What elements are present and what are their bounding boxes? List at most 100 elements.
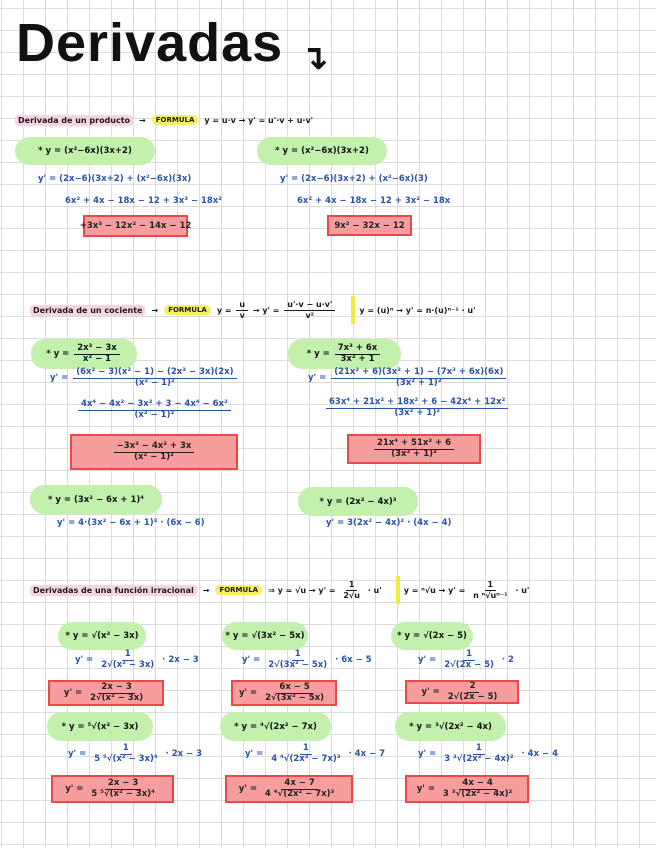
derivation-step: 4x⁴ − 4x² − 3x² + 3 − 4x⁴ − 6x²(x² − 1)²: [76, 399, 233, 421]
math-text: y' =: [238, 688, 261, 698]
fraction-denominator: 2√(3x² − 5x): [268, 659, 328, 670]
math-text: y = u·v → y' = u'·v + u·v': [204, 115, 314, 125]
math-text: y' =: [418, 749, 440, 760]
fraction-numerator: 1: [121, 649, 134, 661]
fraction-numerator: 1: [345, 580, 358, 591]
math-text: * y = ⁴√(2x² − 7x): [234, 721, 317, 732]
math-text: · u': [364, 585, 382, 595]
fraction: (21x² + 6)(3x² + 1) − (7x³ + 6x)(6x)(3x²…: [331, 367, 507, 389]
derivation-step: 6x² + 4x − 18x − 12 + 3x³ − 18x²: [65, 196, 222, 206]
math-text: y' =: [68, 749, 90, 760]
formula-tag: FORMULA: [164, 305, 211, 315]
math-text: +3x³ − 12x² − 14x − 12: [79, 221, 192, 231]
math-text: * y = √(2x − 5): [397, 631, 467, 641]
math-text: * y = (3x² − 6x + 1)⁴: [48, 494, 144, 505]
math-text: y' =: [418, 655, 440, 666]
arrow-right-icon: →: [139, 115, 146, 125]
fraction-numerator: (6x² − 3)(x² − 1) − (2x³ − 3x)(2x): [73, 367, 237, 379]
formula: y = u·v → y' = u'·v + u·v': [204, 116, 313, 125]
section-heading: Derivada de un producto → FORMULA y = u·v →…: [15, 106, 313, 134]
fraction-denominator: (x² − 1)²: [135, 377, 175, 388]
arrow-down-icon: ↴: [300, 38, 329, 78]
math-text: ⇒ y = √u → y' =: [268, 585, 339, 595]
math-text: y' = (2x−6)(3x+2) + (x²−6x)(3): [280, 174, 428, 184]
fraction-denominator: 2√(3x² − 5x): [265, 692, 325, 703]
math-text: y' = 4·(3x² − 6x + 1)³ · (6x − 6): [57, 518, 205, 528]
math-text: y = ⁿ√u → y' =: [403, 585, 469, 595]
math-text: y' =: [308, 373, 330, 384]
fraction: 4x⁴ − 4x² − 3x² + 3 − 4x⁴ − 6x²(x² − 1)²: [78, 399, 231, 421]
math-text: y' =: [421, 687, 443, 697]
fraction-numerator: 1: [291, 649, 304, 661]
fraction-numerator: 7x³ + 6x: [334, 343, 381, 355]
fraction-numerator: u: [236, 300, 249, 311]
fraction-numerator: −3x³ − 4x² + 3x: [113, 441, 195, 453]
section-title: Derivada de un cociente: [30, 304, 146, 316]
exercise-given: * y = ⁴√(2x² − 7x): [220, 712, 331, 741]
math-text: * y = ⁵√(x² − 3x): [61, 721, 139, 732]
fraction-denominator: 2√u: [343, 590, 360, 600]
fraction-numerator: (21x² + 6)(3x² + 1) − (7x³ + 6x)(6x): [331, 367, 507, 379]
fraction-denominator: (3x² + 1)²: [394, 407, 440, 418]
math-text: * y = ³√(2x² − 4x): [409, 721, 492, 732]
derivation-step: y' = 3(2x² − 4x)² · (4x − 4): [326, 518, 451, 528]
exercise-given: * y = ³√(2x² − 4x): [395, 712, 506, 741]
fraction-numerator: 2x − 3: [98, 682, 135, 694]
math-text: · 2x − 3: [159, 655, 199, 666]
fraction-denominator: x² − 1: [82, 353, 112, 364]
fraction-numerator: 1: [463, 649, 475, 661]
derivation-step: y' = (21x² + 6)(3x² + 1) − (7x³ + 6x)(6x…: [308, 367, 508, 389]
section-title: Derivada de un producto: [15, 114, 134, 126]
fraction-denominator: 2√(x² − 3x): [101, 659, 155, 670]
exercise-given: * y = (2x² − 4x)³: [298, 487, 418, 516]
exercise-given: * y = (x²−6x)(3x+2): [257, 137, 387, 165]
fraction: 21x⁴ + 51x² + 6(3x² + 1)²: [373, 438, 455, 460]
fraction: u'·v − u·v'v²: [284, 300, 336, 320]
fraction-denominator: 3 ³√(2x² − 4x)²: [444, 753, 514, 764]
result-box: −3x³ − 4x² + 3x(x² − 1)²: [70, 434, 238, 470]
exercise-given: * y = ⁵√(x² − 3x): [47, 712, 153, 741]
math-text: y' =: [63, 688, 86, 698]
arrow-right-icon: →: [202, 585, 210, 595]
math-text: · 6x − 5: [332, 655, 372, 666]
formula-tag: FORMULA: [215, 585, 263, 595]
formula-tag: FORMULA: [151, 115, 199, 125]
fraction-numerator: 63x⁴ + 21x² + 18x² + 6 − 42x⁴ + 12x²: [326, 397, 509, 409]
fraction-denominator: 5 ⁵√(x² − 3x)⁴: [94, 753, 158, 764]
page-title: Derivadas: [16, 13, 284, 73]
fraction-numerator: 4x⁴ − 4x² − 3x² + 3 − 4x⁴ − 6x²: [78, 399, 231, 411]
fraction-numerator: 2x − 3: [104, 778, 142, 790]
derivation-step: 6x² + 4x − 18x − 12 + 3x² − 18x: [297, 196, 450, 206]
derivation-step: y' = (2x−6)(3x+2) + (x²−6x)(3x): [38, 174, 191, 184]
math-text: y =: [216, 305, 235, 315]
math-text: · 2: [498, 655, 514, 666]
math-text: y' =: [65, 784, 87, 794]
formula-secondary: y = (u)ⁿ → y' = n·(u)ⁿ⁻¹ · u': [351, 296, 476, 324]
fraction: 63x⁴ + 21x² + 18x² + 6 − 42x⁴ + 12x²(3x²…: [326, 397, 509, 419]
fraction-denominator: 4 ⁴√(2x² − 7x)³: [264, 788, 335, 799]
fraction-denominator: 2√(x² − 3x): [90, 692, 144, 703]
fraction-numerator: 1: [299, 743, 312, 755]
math-text: * y = √(x² − 3x): [65, 631, 139, 641]
math-text: y' =: [75, 655, 97, 666]
math-text: 9x² − 32x − 12: [334, 220, 405, 231]
fraction-denominator: n ⁿ√uⁿ⁻¹: [473, 590, 508, 600]
